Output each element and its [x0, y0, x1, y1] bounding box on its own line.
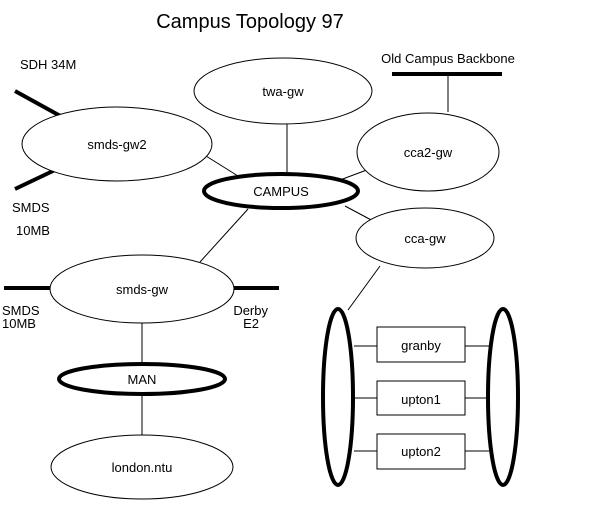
label-smds-top-1: SMDS [12, 200, 50, 215]
node-man: MAN [57, 362, 227, 396]
links [141, 76, 489, 452]
node-upton1: upton1 [376, 380, 466, 416]
node-label-london-ntu: london.ntu [112, 460, 173, 475]
ring-right [486, 307, 520, 487]
node-smds-gw2: smds-gw2 [21, 106, 213, 182]
node-campus: CAMPUS [202, 172, 360, 210]
node-label-granby: granby [401, 338, 441, 353]
node-granby: granby [376, 326, 466, 363]
diagram-title: Campus Topology 97 [156, 11, 344, 33]
label-smds-top-2: 10MB [16, 223, 50, 238]
sdh-link [14, 89, 65, 120]
node-label-smds-gw2: smds-gw2 [87, 137, 146, 152]
label-smds-left-2: 10MB [2, 316, 36, 331]
label-smds-left-1: SMDS [2, 303, 40, 318]
node-twa-gw: twa-gw [193, 57, 373, 125]
label-sdh: SDH 34M [20, 57, 76, 72]
external-links [4, 72, 502, 290]
node-smds-gw: smds-gw [49, 254, 235, 324]
node-cca2-gw: cca2-gw [356, 112, 500, 192]
link-smdsgw2-campus [205, 155, 239, 177]
node-label-man: MAN [128, 372, 157, 387]
ring-left [321, 307, 355, 487]
node-label-upton1: upton1 [401, 392, 441, 407]
node-cca-gw: cca-gw [355, 207, 495, 269]
smds-top-link [14, 168, 56, 191]
label-derby-1: Derby [233, 303, 268, 318]
link-cca-ring [347, 265, 381, 311]
link-campus-smdsgw [199, 208, 249, 263]
node-label-upton2: upton2 [401, 444, 441, 459]
node-label-smds-gw: smds-gw [116, 282, 169, 297]
node-label-twa-gw: twa-gw [262, 84, 304, 99]
label-old-backbone: Old Campus Backbone [381, 51, 515, 66]
node-label-cca-gw: cca-gw [404, 231, 446, 246]
node-label-campus: CAMPUS [253, 184, 309, 199]
label-derby-2: E2 [243, 316, 259, 331]
node-label-cca2-gw: cca2-gw [404, 145, 453, 160]
node-upton2: upton2 [376, 433, 466, 470]
node-london-ntu: london.ntu [50, 434, 234, 500]
